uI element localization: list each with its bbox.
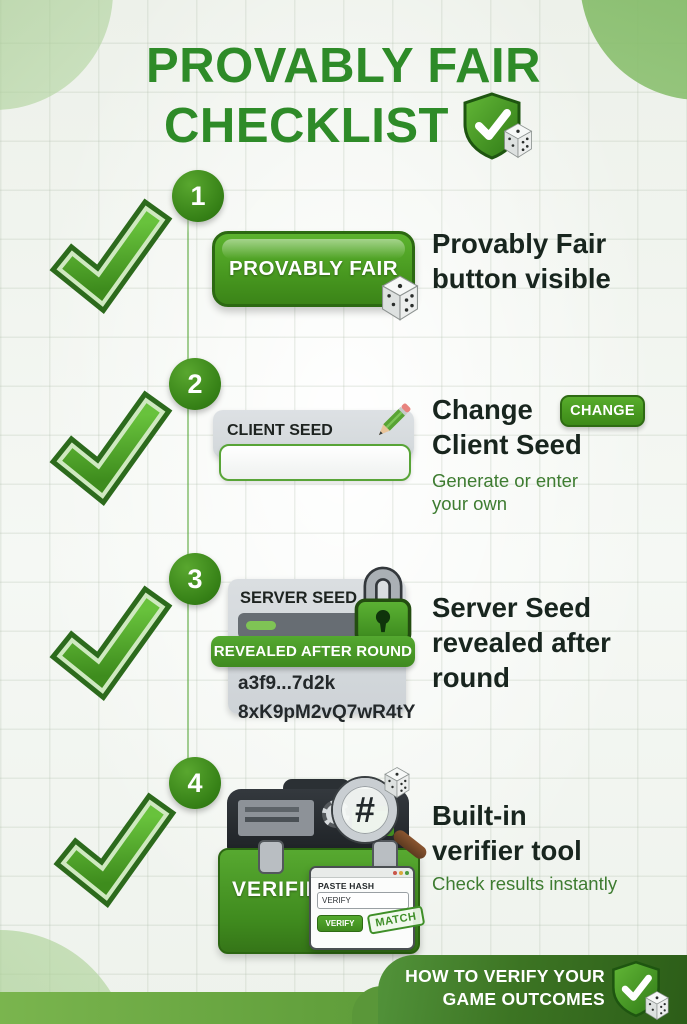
check-mark-icon: [42, 787, 190, 918]
paste-hash-label: PASTE HASH: [318, 881, 375, 891]
dice-icon: [643, 990, 671, 1024]
window-dot-red: [393, 871, 397, 875]
item2-subtext: Generate or enter your own: [432, 470, 579, 515]
check-mark-icon: [38, 580, 186, 711]
toolbox-card-tray: [238, 800, 314, 836]
item2-heading: Change Client Seed: [432, 394, 582, 461]
pencil-icon[interactable]: [370, 398, 416, 444]
footer-text: HOW TO VERIFY YOUR GAME OUTCOMES: [405, 966, 605, 1009]
revealed-banner: REVEALED AFTER ROUND: [211, 636, 415, 667]
change-button[interactable]: CHANGE: [560, 395, 645, 427]
popup-titlebar: [311, 868, 413, 878]
step-badge-2: 2: [169, 358, 221, 410]
timeline-connector: [187, 198, 189, 794]
dice-icon: [378, 274, 422, 327]
server-seed-hash: a3f9...7d2k 8xK9pM2vQ7wR4tY: [238, 673, 416, 723]
dice-icon: [382, 766, 412, 804]
check-mark-icon: [38, 193, 186, 324]
window-dot-yellow: [399, 871, 403, 875]
item4-subtext: Check results instantly: [432, 873, 618, 894]
client-seed-input[interactable]: [219, 444, 411, 481]
page-title-line1: PROVABLY FAIR: [146, 39, 541, 93]
item3-heading: Server Seed revealed after round: [432, 592, 611, 694]
page-title-line2-text: CHECKLIST: [164, 99, 449, 153]
verify-button[interactable]: VERIFY: [317, 915, 363, 932]
item1-heading: Provably Fair button visible: [432, 228, 611, 295]
shield-check-icon: [461, 92, 523, 160]
provably-fair-button[interactable]: PROVABLY FAIR: [212, 231, 415, 307]
client-seed-label: CLIENT SEED: [227, 422, 333, 439]
step-badge-1: 1: [172, 170, 224, 222]
window-dot-green: [405, 871, 409, 875]
server-seed-progress-pill: [246, 621, 276, 630]
paste-hash-input[interactable]: [317, 892, 409, 909]
page-title-line2: CHECKLIST: [0, 92, 687, 160]
dice-icon: [501, 122, 535, 164]
padlock-icon: [352, 556, 414, 648]
server-seed-label: SERVER SEED: [240, 589, 358, 607]
step-badge-3: 3: [169, 553, 221, 605]
step-badge-4: 4: [169, 757, 221, 809]
item4-heading: Built-in verifier tool: [432, 800, 582, 867]
verifier-popup-window: PASTE HASH VERIFY MATCH: [309, 866, 426, 950]
toolbox-clasp-left: [258, 840, 284, 874]
check-mark-icon: [38, 385, 186, 516]
